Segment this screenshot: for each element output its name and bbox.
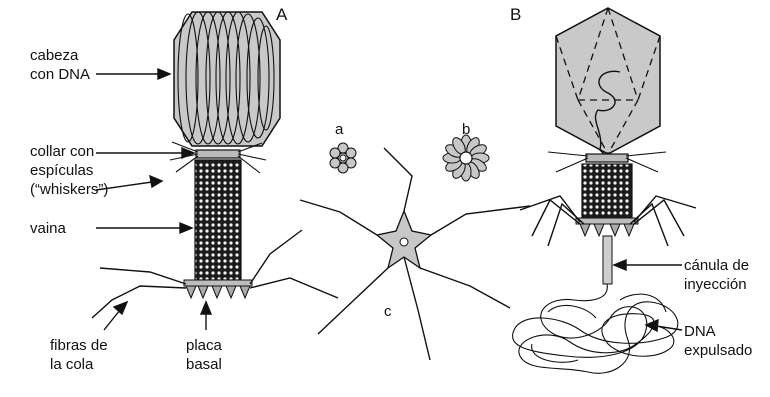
phage-b-capsid: [556, 8, 660, 154]
label-collar-line2: espículas: [30, 162, 93, 179]
figure-c-baseplate-star: [300, 148, 530, 360]
phage-a: [92, 12, 338, 318]
phage-b-cannula: [603, 236, 612, 284]
phage-b-collar: [586, 154, 628, 162]
phage-a-base-plate: [184, 280, 252, 298]
phage-a-sheath: [195, 160, 241, 280]
label-fibers-line2: la cola: [50, 356, 94, 373]
label-sheath: vaina: [30, 220, 67, 237]
label-plate-line1: placa: [186, 337, 223, 354]
label-dna-line1: DNA: [684, 323, 716, 340]
phage-b-base-plate: [576, 218, 638, 236]
panel-label-a: A: [276, 5, 288, 24]
label-fibers-line1: fibras de: [50, 337, 108, 354]
small-label-a: a: [335, 121, 344, 138]
small-label-b: b: [462, 121, 470, 138]
panel-label-b: B: [510, 5, 521, 24]
label-cannula-line1: cánula de: [684, 257, 749, 274]
label-collar-line1: collar con: [30, 143, 94, 160]
label-head-line1: cabeza: [30, 47, 79, 64]
small-label-c: c: [384, 303, 392, 320]
figure-a-baseplate-top-view: [330, 143, 356, 173]
figure-b-collar-top-view: [443, 135, 489, 181]
label-collar-line3: (“whiskers”): [30, 181, 108, 198]
label-head-line2: con DNA: [30, 66, 90, 83]
phage-b-sheath: [582, 164, 632, 218]
label-dna-line2: expulsado: [684, 342, 752, 359]
phage-b: [513, 8, 696, 373]
phage-a-collar: [196, 150, 240, 158]
label-cannula-line2: inyección: [684, 276, 747, 293]
label-plate-line2: basal: [186, 356, 222, 373]
